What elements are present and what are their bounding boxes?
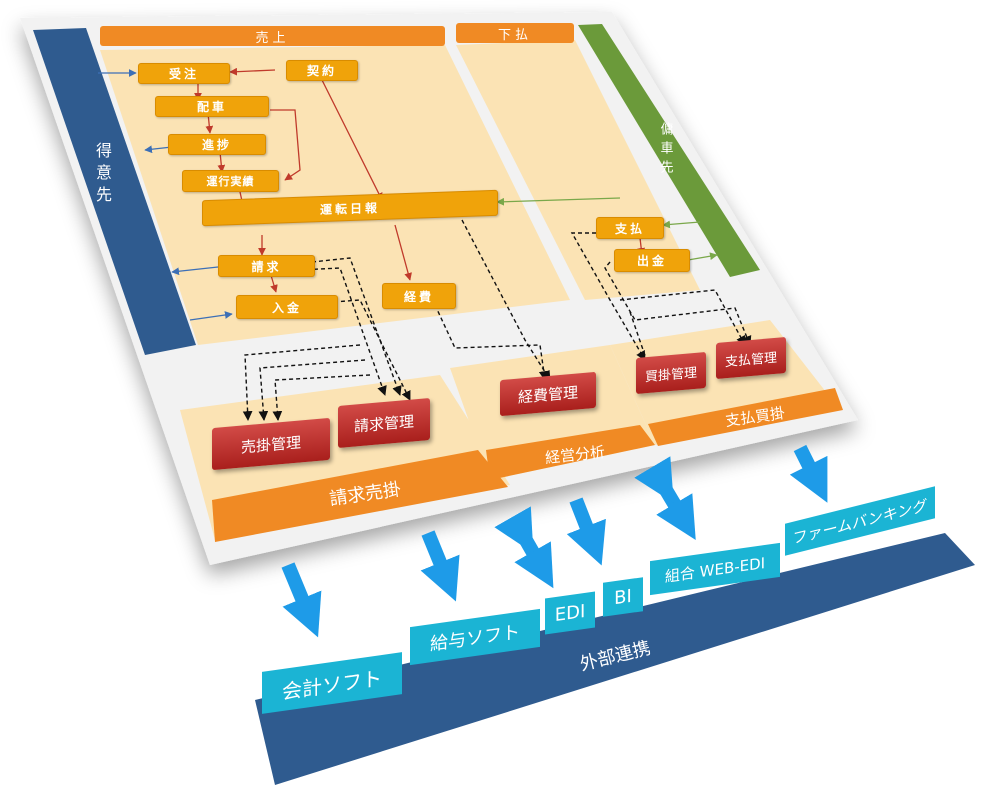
shiharai-box: 支払 [596,217,664,239]
tokuisaki-bar [33,28,196,355]
seikyu-kanri-module: 請求管理 [338,397,430,449]
seikyu-urikake-band [212,450,508,542]
shiharai-kaikake-band [648,388,843,446]
edi-box: EDI [545,591,595,635]
juchu-box: 受注 [138,63,230,84]
seikyu-box: 請求 [218,255,315,277]
shinchoku-box: 進捗 [168,134,266,155]
tokuisaki-label: 得意先 [93,142,112,208]
bi-box: BI [603,577,643,617]
shiharai-header: 下払 [456,23,574,43]
external-band [255,533,975,785]
unko-jisseki-box: 運行実績 [182,170,279,192]
nyukin-box: 入金 [236,295,338,319]
keiyaku-box: 契約 [286,60,358,81]
shiharai-kanri-module: 支払管理 [716,336,786,380]
shukkin-box: 出金 [614,249,690,272]
keihi-box: 経費 [382,283,456,309]
yoshasaki-label: 傭車先 [657,121,673,179]
keiei-bunseki-band [486,425,655,480]
yoshasaki-bar [578,24,760,277]
kaikake-kanri-module: 買掛管理 [636,351,706,395]
haisha-box: 配車 [155,96,269,117]
uriage-header: 売上 [100,26,445,46]
